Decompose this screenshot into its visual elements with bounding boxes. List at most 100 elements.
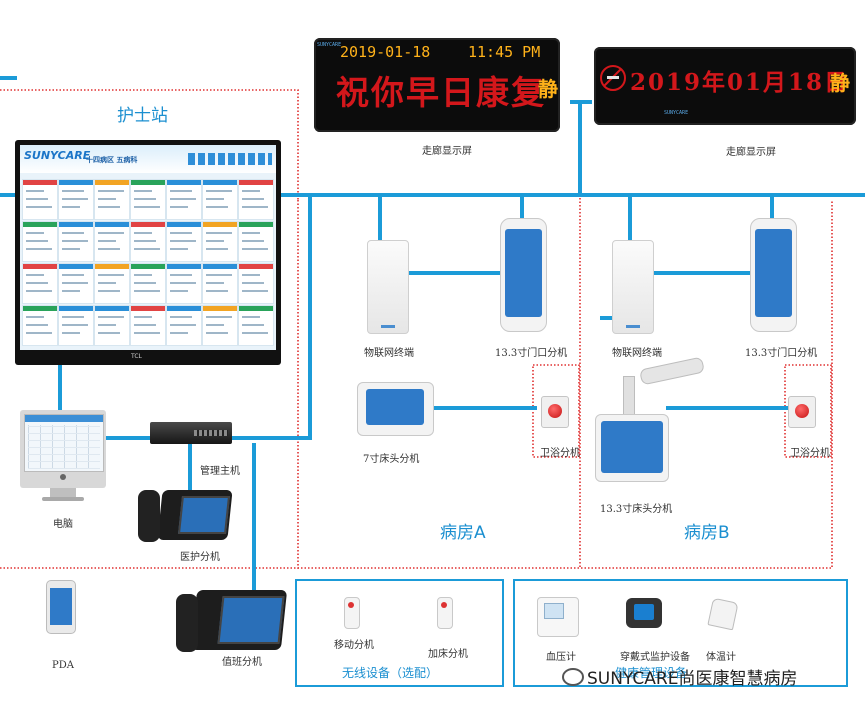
- duty-unit-label: 值班分机: [222, 657, 262, 668]
- bed-unit-7-label: 7寸床头分机: [363, 454, 420, 465]
- led-footer-brand: SUNYCARE: [664, 110, 689, 116]
- management-host: [150, 422, 232, 444]
- apple-logo-icon: [60, 474, 66, 480]
- health-item-3: 体温计: [706, 652, 736, 663]
- no-smoking-icon: [600, 65, 626, 91]
- bed-unit-7: [357, 382, 434, 436]
- door-unit-b: [750, 218, 797, 332]
- nurse-zone-border: [0, 89, 299, 200]
- led-quiet-sign: 静: [538, 77, 558, 101]
- led-left-caption: 走廊显示屏: [422, 146, 472, 157]
- wearable-monitor: [626, 598, 662, 628]
- monitor-header: SUNYCARE 十四病区 五病科: [20, 145, 276, 173]
- bed-status-tile: [166, 179, 202, 220]
- bathroom-b-label: 卫浴分机: [790, 448, 830, 459]
- bed-status-tile: [130, 179, 166, 220]
- health-item-2: 穿戴式监护设备: [620, 652, 690, 663]
- bed-status-tile: [58, 179, 94, 220]
- led-date: 2019-01-18: [340, 43, 431, 61]
- computer-base: [42, 497, 84, 501]
- led-message: 祝你早日康复: [336, 73, 546, 112]
- iot-terminal-a-label: 物联网终端: [364, 348, 414, 359]
- led-small-brand: SUNYCARE: [317, 42, 342, 48]
- bed-status-tile: [166, 221, 202, 262]
- bed-status-tile: [202, 305, 238, 346]
- wireless-item-1: 移动分机: [334, 640, 374, 651]
- led-corridor-display-right: 2019年01月18日 静 SUNYCARE: [594, 47, 856, 125]
- bathroom-unit-b: [788, 396, 816, 428]
- duty-desk-phone: [190, 590, 288, 650]
- bed-status-tile: [58, 305, 94, 346]
- health-item-1: 血压计: [546, 652, 576, 663]
- blood-pressure-monitor: [537, 597, 579, 637]
- monitor-bed-grid: [22, 179, 274, 347]
- bed-status-tile: [238, 221, 274, 262]
- bathroom-a-label: 卫浴分机: [540, 448, 580, 459]
- monitor-toolbar-icons: [188, 153, 272, 165]
- pda-device: [46, 580, 76, 634]
- pda-label: PDA: [52, 660, 74, 671]
- host-label: 管理主机: [200, 466, 240, 477]
- bed-status-tile: [238, 263, 274, 304]
- computer-stand: [50, 488, 76, 498]
- bed-status-tile: [22, 305, 58, 346]
- bed-status-tile: [22, 263, 58, 304]
- medical-unit-label: 医护分机: [180, 552, 220, 563]
- bathroom-b-zone: [784, 364, 832, 458]
- bed-status-tile: [94, 221, 130, 262]
- ward-b-label: 病房B: [684, 523, 730, 543]
- bed-status-tile: [202, 263, 238, 304]
- bed-unit-13: [595, 414, 669, 482]
- bed-status-tile: [166, 305, 202, 346]
- nurse-station-monitor: SUNYCARE 十四病区 五病科 TCL: [15, 140, 281, 365]
- bed-status-tile: [130, 263, 166, 304]
- bed-status-tile: [130, 221, 166, 262]
- wechat-icon: [562, 668, 584, 686]
- iot-terminal-b: [612, 240, 654, 334]
- iot-terminal-a: [367, 240, 409, 334]
- iot-terminal-b-label: 物联网终端: [612, 348, 662, 359]
- handset-icon: [138, 490, 160, 542]
- bathroom-a-zone: [532, 364, 580, 458]
- wireless-panel-title: 无线设备（选配）: [342, 666, 439, 680]
- bed-status-tile: [130, 305, 166, 346]
- wireless-item-2: 加床分机: [428, 649, 468, 660]
- computer: [20, 410, 106, 488]
- bed-status-tile: [238, 179, 274, 220]
- monitor-title: 十四病区 五病科: [86, 156, 138, 164]
- ward-zone-border: [297, 200, 833, 569]
- bed-status-tile: [94, 179, 130, 220]
- bed-unit-13-label: 13.3寸床头分机: [600, 504, 673, 515]
- bed-status-tile: [58, 263, 94, 304]
- led-right-caption: 走廊显示屏: [726, 147, 776, 158]
- led-corridor-display-left: SUNYCARE 2019-01-18 11:45 PM 祝你早日康复 静: [314, 38, 560, 132]
- mobile-unit-device: [344, 597, 360, 629]
- handset-icon: [176, 594, 198, 652]
- call-button-icon: [548, 404, 562, 418]
- computer-screen: [24, 414, 104, 472]
- led-quiet-sign: 静: [830, 71, 850, 95]
- monitor-screen: SUNYCARE 十四病区 五病科: [20, 145, 276, 350]
- medical-desk-phone: [157, 490, 233, 540]
- door-unit-a-label: 13.3寸门口分机: [495, 348, 568, 359]
- bed-status-tile: [94, 263, 130, 304]
- watermark-text: SUNYCARE尚医康智慧病房: [587, 669, 798, 689]
- ward-a-label: 病房A: [440, 523, 486, 543]
- bed-status-tile: [202, 221, 238, 262]
- bed-status-tile: [22, 179, 58, 220]
- bed-status-tile: [22, 221, 58, 262]
- door-unit-b-label: 13.3寸门口分机: [745, 348, 818, 359]
- bathroom-unit-a: [541, 396, 569, 428]
- door-unit-a: [500, 218, 547, 332]
- monitor-tv-brand: TCL: [131, 353, 142, 360]
- nurse-station-label: 护士站: [117, 106, 168, 126]
- bed-status-tile: [202, 179, 238, 220]
- tablet-arm-post: [623, 376, 635, 418]
- led-date-big: 2019年01月18日: [630, 69, 850, 96]
- bed-status-tile: [94, 305, 130, 346]
- health-panel-title: 健康管理设备: [615, 666, 688, 680]
- computer-label: 电脑: [53, 519, 73, 530]
- led-time: 11:45 PM: [468, 43, 541, 61]
- call-button-icon: [795, 404, 809, 418]
